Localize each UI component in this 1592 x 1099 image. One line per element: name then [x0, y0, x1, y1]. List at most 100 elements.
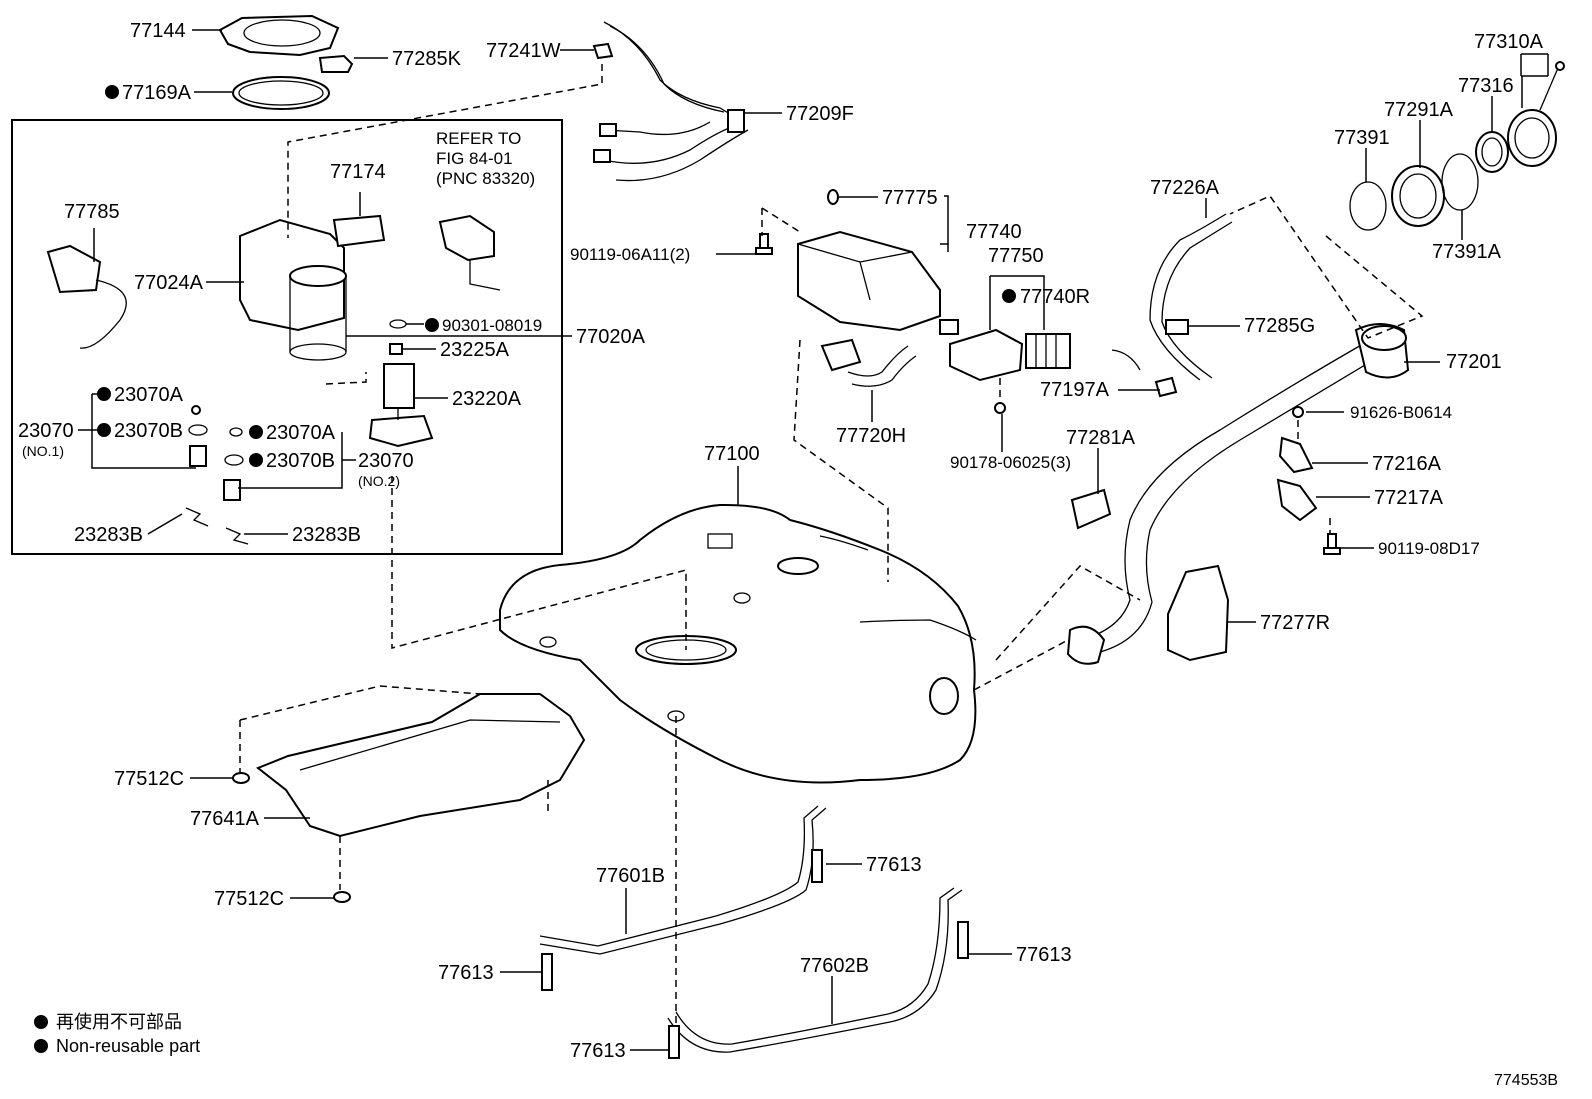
retainer-77285K [318, 54, 354, 73]
figure-number: 774553B [1494, 1072, 1559, 1089]
label-77277R: 77277R [1260, 612, 1330, 634]
label-23070-2-sub: (NO.2) [358, 473, 400, 489]
label-77226A: 77226A [1150, 177, 1220, 199]
clamp-77285G [1165, 319, 1189, 335]
label-77201: 77201 [1446, 351, 1502, 373]
gasket-77169A [232, 76, 330, 110]
label-77785: 77785 [64, 201, 120, 223]
label-77144: 77144 [130, 20, 186, 42]
dot-23070A-1 [97, 387, 111, 401]
charcoal-canister-77740 [797, 230, 941, 332]
dot-77169A [105, 85, 119, 99]
label-90178: 90178-06025(3) [950, 453, 1071, 472]
clip-77512C-lower [333, 891, 351, 903]
label-77285G: 77285G [1244, 315, 1315, 337]
label-23283B-1: 23283B [74, 524, 143, 546]
fuel-filter-23220A [368, 363, 434, 448]
refer-line-3: (PNC 83320) [436, 169, 535, 188]
clip-23283B [185, 507, 249, 545]
vent-hose-77209F [593, 21, 749, 182]
label-77775: 77775 [882, 187, 938, 209]
label-77613-4: 77613 [570, 1040, 626, 1062]
pump-module-77750 [939, 319, 1024, 382]
grommet-77775 [827, 189, 839, 205]
pump-retainer-77174 [332, 214, 386, 248]
label-77602B: 77602B [800, 955, 869, 977]
gasket-77391A [1441, 153, 1479, 211]
label-23220A: 23220A [452, 388, 522, 410]
screw-90178-06025 [994, 402, 1006, 414]
fuel-filler-pipe-77201 [1066, 323, 1410, 665]
filter-77740R [1025, 333, 1071, 369]
label-77285K: 77285K [392, 48, 462, 70]
label-77169A: 77169A [122, 82, 192, 104]
fuel-pump-detail-box [11, 119, 563, 555]
vent-hose-77720H [820, 338, 917, 387]
lock-ring-77144 [218, 14, 340, 57]
tank-band-77601B [539, 805, 827, 955]
label-77217A: 77217A [1374, 487, 1444, 509]
dot-23070A-2 [249, 425, 263, 439]
bolt-77613-b [541, 953, 553, 991]
label-77740: 77740 [966, 221, 1022, 243]
dashed-guide-lines [239, 64, 1424, 1024]
refer-line-1: REFER TO [436, 129, 521, 148]
bullet-icon [34, 1015, 48, 1029]
legend-english: Non-reusable part [56, 1036, 201, 1056]
bracket-77217A [1276, 478, 1318, 522]
clip-77197A [1111, 349, 1178, 398]
bolt-77613-c [957, 921, 969, 959]
sender-gauge-reference [438, 214, 501, 291]
label-23070-2: 23070 [358, 450, 414, 472]
clip-77241W [592, 42, 614, 60]
label-23283B-2: 23283B [292, 524, 361, 546]
label-90119-06A11: 90119-06A11(2) [570, 245, 690, 264]
tank-band-77602B [667, 887, 963, 1053]
bolt-90119-06A11 [755, 233, 773, 255]
label-91626: 91626-B0614 [1350, 403, 1452, 422]
grommet-23225A [389, 343, 403, 355]
label-77391: 77391 [1334, 127, 1390, 149]
label-77316: 77316 [1458, 75, 1514, 97]
dot-23070B-2 [249, 453, 263, 467]
label-77216A: 77216A [1372, 453, 1442, 475]
gasket-77391 [1349, 181, 1387, 231]
label-77281A: 77281A [1066, 427, 1136, 449]
label-77601B: 77601B [596, 865, 665, 887]
label-77209F: 77209F [786, 103, 854, 125]
label-77512C-1: 77512C [114, 768, 184, 790]
bolt-77613-d [668, 1025, 680, 1059]
bracket-77216A [1278, 406, 1314, 474]
label-77613-2: 77613 [438, 962, 494, 984]
fuel-cap-77310A [1507, 61, 1565, 167]
o-ring-90301-08019 [389, 319, 407, 329]
pressure-regulator-23070-no1 [188, 405, 208, 467]
refer-line-2: FIG 84-01 [436, 149, 513, 168]
label-23070A-1: 23070A [114, 384, 184, 406]
legend: 再使用不可部品 Non-reusable part [34, 1010, 200, 1058]
legend-row-english: Non-reusable part [34, 1034, 200, 1058]
label-77024A: 77024A [134, 272, 204, 294]
label-77720H: 77720H [836, 425, 906, 447]
label-77197A: 77197A [1040, 379, 1110, 401]
legend-row-japanese: 再使用不可部品 [34, 1010, 200, 1034]
label-77310A: 77310A [1474, 31, 1544, 53]
label-23225A: 23225A [440, 339, 510, 361]
label-77241W: 77241W [486, 40, 561, 62]
non-reusable-markers [97, 85, 1016, 467]
label-23070A-2: 23070A [266, 422, 336, 444]
clip-77512C-upper [232, 772, 250, 784]
label-77174: 77174 [330, 161, 386, 183]
protector-77277R [1167, 564, 1230, 662]
label-23070B-1: 23070B [114, 420, 183, 442]
dot-23070B-1 [97, 423, 111, 437]
label-90301: 90301-08019 [442, 316, 542, 335]
label-77613-1: 77613 [866, 854, 922, 876]
label-23070B-2: 23070B [266, 450, 335, 472]
bolt-77613-a [811, 849, 823, 883]
label-23070-1: 23070 [18, 420, 74, 442]
filler-neck-cap-77291A [1391, 165, 1445, 227]
breather-hose-77226A [1149, 213, 1233, 381]
gasket-77316 [1475, 131, 1509, 173]
